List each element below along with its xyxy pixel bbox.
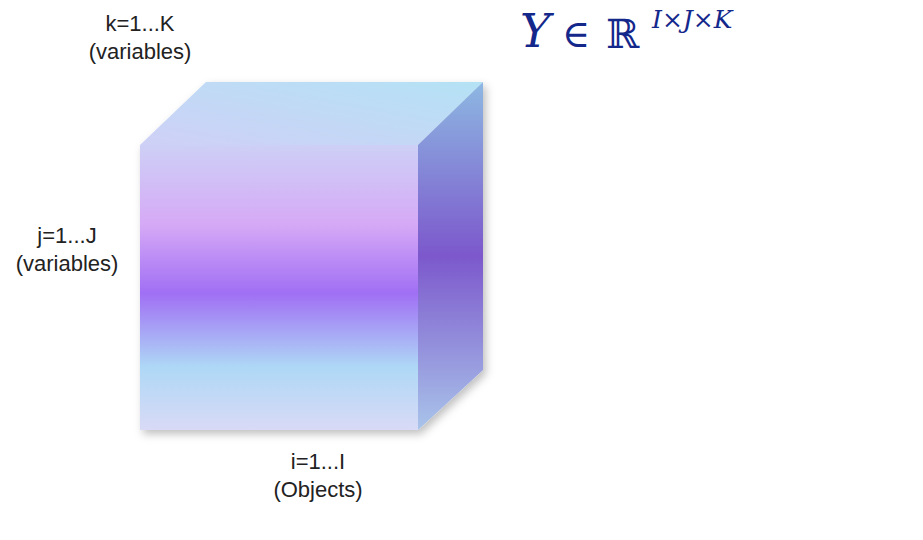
real-numbers-symbol: ℝ: [606, 12, 639, 56]
axis-label: k=1...K (variables): [77, 10, 203, 66]
cube-right-face: [418, 82, 483, 430]
axis-label: j=1...J (variables): [4, 222, 130, 278]
cube: [140, 82, 483, 430]
cube-front-face: [140, 145, 418, 430]
element-of-symbol: ∈: [562, 14, 590, 56]
axis-label: i=1...I (Objects): [255, 448, 381, 504]
dimension-superscript: I×J×K: [652, 6, 732, 34]
tensor-symbol: Y: [520, 6, 550, 57]
